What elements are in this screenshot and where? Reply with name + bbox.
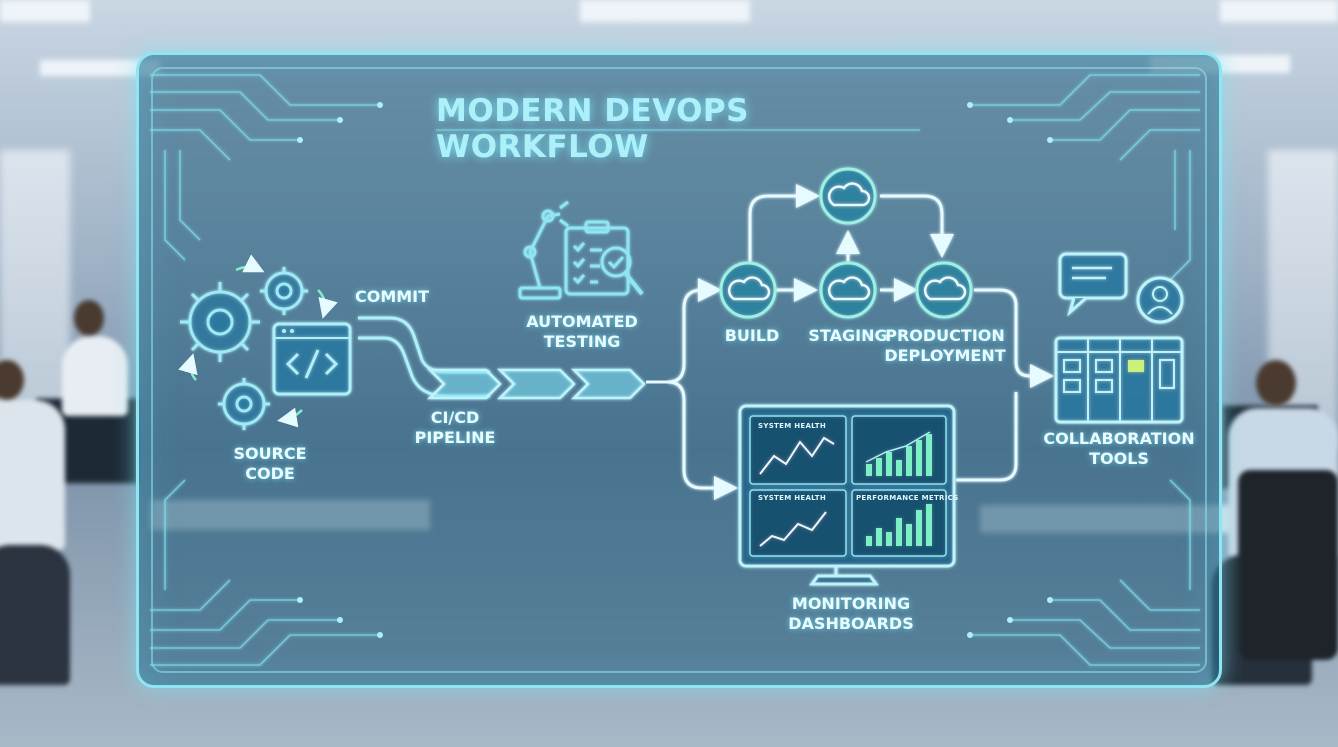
label-line: DASHBOARDS: [788, 614, 914, 633]
staging-label: STAGING: [808, 326, 888, 345]
gear-icon: [218, 378, 270, 430]
diagram-title: MODERN DEVOPS WORKFLOW: [436, 93, 749, 165]
ci-cd-label: CI/CD PIPELINE: [400, 408, 510, 448]
checklist-magnifier-icon: [564, 220, 644, 296]
panel-inner-border: [151, 67, 1207, 673]
person-left: [0, 360, 110, 690]
robot-arm-icon: [518, 200, 569, 300]
kanban-board-icon: [1054, 336, 1184, 424]
label-line: CODE: [245, 464, 295, 483]
cloud-icon: [719, 261, 777, 319]
label-line: CI/CD: [430, 408, 480, 427]
ceiling-light: [40, 60, 160, 76]
circuit-nodes: [297, 102, 1053, 638]
collaboration-label: COLLABORATION TOOLS: [1042, 429, 1196, 469]
cycle-arrows: [178, 254, 338, 428]
code-window-icon: [272, 322, 352, 396]
label-line: SOURCE: [233, 444, 307, 463]
chat-icon: [1058, 252, 1128, 317]
label-line: PIPELINE: [414, 428, 496, 447]
monitoring-label: MONITORING DASHBOARDS: [776, 594, 926, 634]
pipeline-chevrons: [426, 368, 646, 400]
cloud-icon: [819, 167, 877, 225]
dashboard-panel-label: SYSTEM HEALTH: [758, 422, 827, 430]
label-line: DEPLOYMENT: [884, 346, 1006, 365]
person-back: [62, 300, 142, 420]
circuit-traces: [150, 74, 1200, 666]
gear-icon: [180, 282, 260, 362]
cloud-icon: [819, 261, 877, 319]
chair: [1238, 470, 1338, 660]
build-label: BUILD: [724, 326, 780, 345]
automated-testing-label: AUTOMATED TESTING: [512, 312, 652, 352]
commit-label: COMMIT: [354, 287, 430, 306]
production-label: PRODUCTION DEPLOYMENT: [884, 326, 1006, 366]
ceiling-light: [1220, 0, 1338, 22]
label-line: MONITORING: [791, 594, 911, 613]
cloud-icon: [915, 261, 973, 319]
user-avatar-icon: [1136, 276, 1184, 324]
ceiling-light: [0, 0, 90, 22]
label-line: TESTING: [543, 332, 621, 351]
label-line: AUTOMATED: [526, 312, 638, 331]
dashboard-panel-label: PERFORMANCE METRICS: [856, 494, 959, 502]
flow-lines: [667, 184, 1054, 500]
monitor-icon: [738, 404, 956, 586]
label-line: COLLABORATION: [1043, 429, 1195, 448]
label-line: TOOLS: [1089, 449, 1149, 468]
dashboard-panel-label: SYSTEM HEALTH: [758, 494, 827, 502]
gear-icon: [260, 267, 308, 315]
source-code-label: SOURCE CODE: [210, 444, 330, 484]
label-line: PRODUCTION: [885, 326, 1005, 345]
ceiling-light: [580, 0, 750, 22]
